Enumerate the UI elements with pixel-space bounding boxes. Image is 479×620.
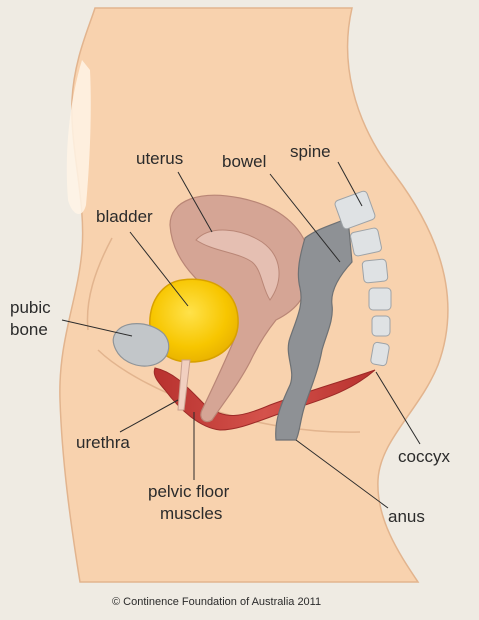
muscles-label: muscles <box>160 504 222 523</box>
vertebra-5 <box>371 315 391 337</box>
vertebra-4 <box>368 287 392 311</box>
vertebra-1 <box>334 190 376 230</box>
coccyx-label: coccyx <box>398 447 450 466</box>
pubic-label: pubic <box>10 298 51 317</box>
spine-segments <box>334 190 392 367</box>
anus-leader <box>295 439 389 509</box>
anus-label: anus <box>388 507 425 526</box>
bladder-shape <box>149 278 239 363</box>
bowel-leader <box>269 173 341 263</box>
bladder-label: bladder <box>96 207 153 226</box>
vertebra-3 <box>361 258 389 284</box>
vertebra-2 <box>350 227 382 257</box>
pubic-bone-leader <box>61 319 133 337</box>
urethra-label: urethra <box>76 433 130 452</box>
bone-label: bone <box>10 320 48 339</box>
urethra-shape <box>177 359 191 411</box>
thigh-crease-lower <box>86 237 113 331</box>
urethra-leader <box>119 399 179 433</box>
bowel-shape <box>275 217 353 441</box>
uterus-leader <box>177 171 213 233</box>
pubic-bone-shape <box>112 323 170 367</box>
bladder-leader <box>129 231 189 307</box>
belly-highlight <box>66 60 91 215</box>
coccyx-leader <box>375 371 421 445</box>
spine-label: spine <box>290 142 331 161</box>
pelvic-floor-label: pelvic floor <box>148 482 230 501</box>
vertebra-6 <box>370 341 390 367</box>
uterus-label: uterus <box>136 149 183 168</box>
uterus-cavity <box>195 229 280 301</box>
spine-leader <box>337 161 363 207</box>
bowel-label: bowel <box>222 152 266 171</box>
copyright-text: © Continence Foundation of Australia 201… <box>112 596 321 608</box>
